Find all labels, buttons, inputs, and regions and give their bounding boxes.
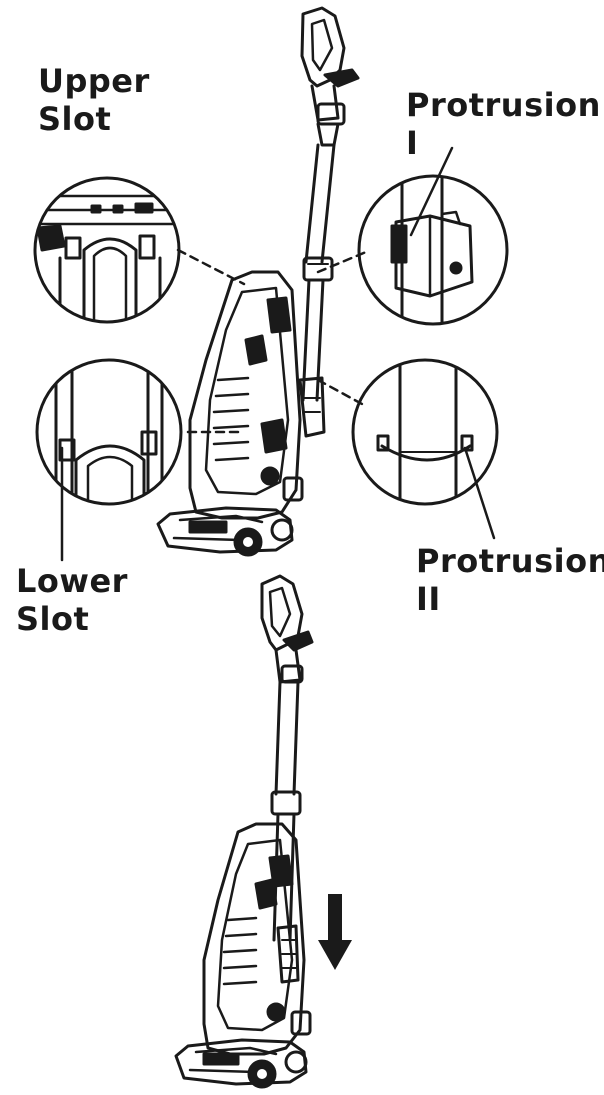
body-housing-bottom bbox=[202, 822, 306, 1056]
protrusion-2-tab-left bbox=[376, 434, 390, 452]
protrusion-1-label: Protrusion I bbox=[406, 86, 601, 162]
callout-leaders bbox=[176, 248, 368, 434]
upper-slot-notch-left bbox=[64, 236, 82, 260]
protrusion-2-leader bbox=[463, 446, 496, 540]
lower-slot-label: Lower Slot bbox=[16, 562, 128, 638]
upper-slot-label: Upper Slot bbox=[38, 62, 150, 138]
upper-slot-magnifier bbox=[33, 176, 181, 324]
vacuum-bottom bbox=[174, 574, 314, 1089]
push-down-arrow bbox=[318, 894, 352, 970]
lower-slot-notch-left bbox=[58, 438, 76, 462]
protrusion-2-label: Protrusion II bbox=[416, 542, 604, 618]
filter-grille-bottom bbox=[222, 916, 258, 986]
tube-joint-collar bbox=[302, 256, 334, 282]
protrusion-2-magnifier bbox=[351, 358, 499, 540]
tube-joint-collar-bottom bbox=[270, 790, 302, 816]
protrusion-2-tab-right bbox=[460, 434, 474, 452]
filter-grille-top bbox=[212, 376, 250, 462]
protrusion-1-tab bbox=[390, 224, 408, 264]
upper-slot-notch-right bbox=[138, 234, 156, 260]
protrusion-1-leader bbox=[409, 146, 454, 237]
vacuum-top bbox=[156, 6, 360, 557]
protrusion-1-magnifier bbox=[357, 146, 509, 326]
